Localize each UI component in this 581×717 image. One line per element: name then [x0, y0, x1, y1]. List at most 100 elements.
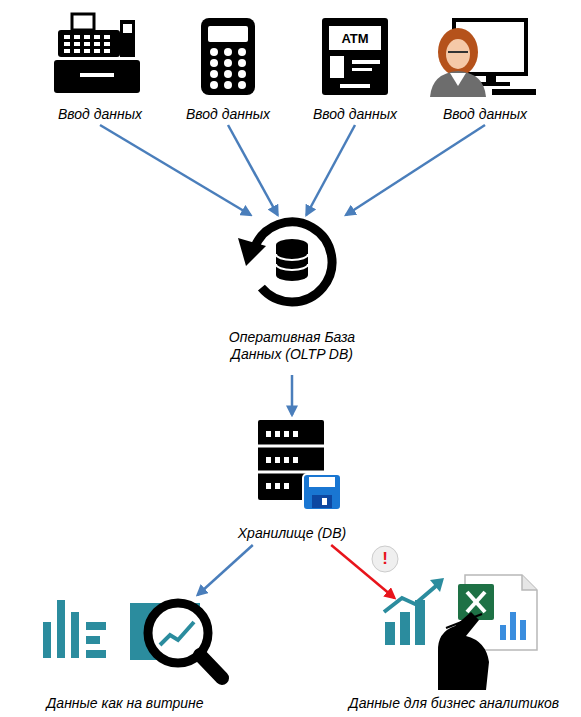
analytics-chart-icon-part	[446, 614, 482, 628]
cash-register-icon-part	[64, 35, 110, 53]
storage-server-icon-part-part	[266, 457, 271, 463]
icon-node: Данные для бизнес аналитиков	[330, 598, 578, 715]
storage-server-icon-part-part	[266, 431, 271, 437]
atm-icon-part	[352, 60, 380, 64]
cash-register-icon-part	[54, 60, 140, 93]
calculator-icon-part	[208, 26, 248, 42]
node-label: Оперативная База Данных (OLTP DB)	[202, 329, 382, 363]
icon-node: Ввод данных	[168, 10, 288, 125]
cash-register-icon	[54, 14, 140, 93]
operator-icon-part	[450, 73, 466, 86]
storage-server-icon-part-part	[266, 483, 271, 489]
cash-register-icon-part-part	[64, 35, 70, 39]
flow-arrow	[346, 125, 485, 215]
analytics-chart-icon-part	[467, 592, 485, 612]
calculator-icon-part-part	[224, 59, 232, 67]
node-label: Ввод данных	[313, 106, 397, 123]
cash-register-icon-part-part	[94, 42, 100, 46]
node-label: Ввод данных	[186, 106, 270, 123]
showcase-chart-icon-part-part	[71, 612, 79, 658]
calculator-icon	[201, 18, 255, 95]
node-label: Ввод данных	[443, 106, 527, 123]
calculator-icon-part-part	[210, 81, 218, 89]
node-label: Данные как на витрине	[47, 695, 204, 712]
showcase-chart-icon-part-part	[86, 650, 106, 658]
showcase-chart-icon-part	[160, 622, 194, 645]
showcase-chart-icon-part	[200, 655, 222, 678]
icon-node: Ввод данных	[425, 10, 545, 125]
flow-arrow	[291, 375, 294, 415]
database-sync-icon	[238, 222, 332, 302]
calculator-icon-part-part	[238, 59, 246, 67]
storage-server-icon-part	[266, 431, 298, 489]
operator-icon	[430, 20, 536, 97]
cash-register-icon-part-part	[94, 35, 100, 39]
operator-icon-part	[446, 39, 470, 69]
storage-server-icon-part	[309, 477, 335, 487]
calculator-icon-part-part	[210, 48, 218, 56]
analytics-chart-icon-part	[438, 612, 489, 690]
analytics-chart-icon-part-part	[500, 625, 506, 640]
storage-server-icon	[258, 420, 341, 510]
node-label: Ввод данных	[58, 106, 142, 123]
atm-icon	[322, 18, 388, 95]
storage-server-icon-part-part	[284, 457, 289, 463]
icon-node: Оперативная База Данных (OLTP DB)	[202, 215, 382, 375]
analytics-chart-icon-part-part	[400, 612, 410, 645]
analytics-chart-icon-part-part	[415, 600, 425, 645]
cash-register-icon-part-part	[94, 49, 100, 53]
storage-server-icon-part-part	[284, 431, 289, 437]
analytics-chart-icon-part	[467, 592, 485, 612]
analytics-chart-icon	[384, 575, 537, 690]
database-sync-icon-part	[238, 238, 266, 266]
calculator-icon-part-part	[238, 70, 246, 78]
cash-register-icon-part-part	[74, 49, 80, 53]
icon-node: Хранилище (DB)	[222, 415, 362, 545]
storage-server-icon-part	[258, 445, 324, 448]
icon-node: Ввод данных	[40, 10, 160, 125]
cash-register-icon-part-part	[84, 42, 90, 46]
cash-register-icon-part-part	[104, 42, 110, 46]
cash-register-icon-part-part	[74, 42, 80, 46]
showcase-chart-icon-part-part	[86, 622, 106, 630]
storage-server-icon-part	[312, 495, 332, 508]
cash-register-icon-part-part	[74, 35, 80, 39]
analytics-chart-icon-part-part	[385, 622, 395, 645]
analytics-chart-icon-part-part	[520, 620, 526, 640]
storage-server-icon-part-part	[284, 483, 289, 489]
cash-register-icon-part	[58, 30, 120, 57]
icon-text: ATM	[341, 31, 368, 46]
calculator-icon-part-part	[238, 81, 246, 89]
cash-register-icon-part-part	[84, 49, 90, 53]
operator-icon-part	[448, 51, 468, 53]
storage-server-icon-part-part	[275, 457, 280, 463]
calculator-icon-part-part	[224, 48, 232, 56]
analytics-chart-icon-part-part	[510, 612, 516, 640]
cash-register-icon-part	[72, 14, 94, 30]
operator-icon-part	[492, 89, 536, 95]
showcase-chart-icon-part-part	[57, 600, 65, 658]
flow-arrow	[331, 545, 394, 598]
showcase-chart-icon-part-part	[86, 636, 100, 644]
cash-register-icon-part-part	[104, 35, 110, 39]
icon-node: Данные как на витрине	[15, 595, 235, 715]
database-sync-icon-part	[276, 254, 308, 260]
analytics-chart-icon-part	[522, 575, 537, 590]
atm-icon-part	[352, 68, 372, 71]
operator-icon-part	[486, 74, 496, 82]
calculator-icon-part	[210, 48, 246, 89]
analytics-chart-icon-part	[430, 578, 444, 592]
showcase-chart-icon-part-part	[43, 622, 51, 658]
warning-mark: !	[382, 549, 388, 569]
icon-node: Ввод данных	[295, 10, 415, 125]
calculator-icon-part-part	[224, 70, 232, 78]
calculator-icon-part-part	[210, 59, 218, 67]
calculator-icon-part-part	[238, 48, 246, 56]
atm-icon-part	[322, 18, 388, 95]
storage-server-icon-part-part	[293, 457, 298, 463]
atm-icon-part	[329, 26, 381, 50]
storage-server-icon-part-part	[293, 431, 298, 437]
storage-server-icon-part	[303, 474, 341, 510]
cash-register-icon-part-part	[84, 35, 90, 39]
analytics-chart-icon-part	[500, 612, 526, 640]
